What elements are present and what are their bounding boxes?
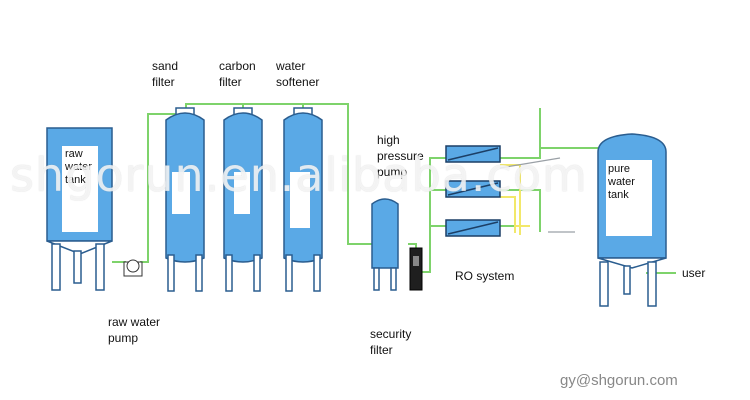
pure-water-tank-label: pure water tank bbox=[608, 163, 635, 201]
ro-membrane-2 bbox=[445, 180, 501, 198]
pipe-permeate-2 bbox=[500, 189, 541, 232]
carbon-filter bbox=[223, 107, 263, 292]
high-pressure-pump bbox=[371, 198, 399, 291]
security-filter-label: security filter bbox=[370, 327, 412, 357]
pure-water-tank bbox=[597, 133, 667, 307]
ro-system-label: RO system bbox=[455, 269, 515, 283]
ro-membrane-1 bbox=[445, 145, 501, 163]
watermark-email: gy@shgorun.com bbox=[560, 372, 678, 389]
pipe-pump-to-sand-filter bbox=[140, 113, 178, 263]
pipe-softener-to-hp-pump bbox=[302, 103, 385, 245]
user-label: user bbox=[682, 266, 706, 280]
sand-filter bbox=[165, 107, 205, 292]
raw-water-tank-label: raw water tank bbox=[65, 148, 92, 186]
sand-filter-label: sand filter bbox=[152, 59, 179, 89]
water-softener-label: water softener bbox=[276, 59, 320, 89]
ro-membranes bbox=[445, 145, 501, 237]
pipe-to-ro bbox=[408, 157, 446, 273]
raw-water-pump-label: raw water pump bbox=[108, 315, 161, 345]
high-pressure-pump-label: high pressure pump bbox=[377, 133, 424, 179]
ro-membrane-3 bbox=[445, 219, 501, 237]
security-filter bbox=[409, 247, 423, 291]
raw-water-tank bbox=[46, 127, 113, 291]
watermark-text: shgorun.en.alibaba.com bbox=[10, 148, 588, 202]
pipe-permeate-out bbox=[500, 108, 541, 159]
water-softener bbox=[283, 107, 323, 292]
carbon-filter-label: carbon filter bbox=[219, 59, 256, 89]
gray-lines bbox=[499, 157, 575, 233]
raw-water-pump bbox=[123, 259, 143, 277]
